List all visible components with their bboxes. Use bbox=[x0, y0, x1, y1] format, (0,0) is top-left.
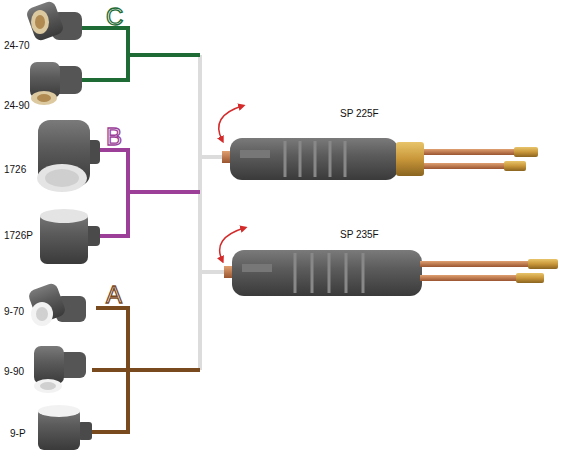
group-letter: C bbox=[106, 4, 123, 30]
torch-head bbox=[25, 0, 82, 42]
torch-handle bbox=[222, 138, 538, 180]
group-letter: A bbox=[106, 282, 122, 308]
part-number: 9-70 bbox=[4, 306, 24, 318]
part-number: 9-90 bbox=[4, 366, 24, 378]
torch-head bbox=[34, 346, 86, 393]
torch-head bbox=[37, 120, 100, 192]
torch-head bbox=[38, 405, 92, 450]
group-bracket bbox=[80, 28, 200, 80]
torch-handle bbox=[224, 250, 558, 296]
rotation-arrow bbox=[219, 106, 244, 260]
part-number: 1726P bbox=[4, 230, 33, 242]
part-number: 1726 bbox=[4, 164, 26, 176]
handle-model: SP 235F bbox=[340, 229, 379, 241]
part-number: 24-90 bbox=[4, 100, 30, 112]
torch-head bbox=[27, 282, 86, 326]
torch-head bbox=[30, 62, 82, 105]
part-number: 9-P bbox=[10, 428, 26, 440]
torch-head bbox=[40, 209, 100, 264]
handle-model: SP 225F bbox=[340, 108, 379, 120]
connector-trunk bbox=[198, 55, 232, 370]
part-number: 24-70 bbox=[4, 40, 30, 52]
group-bracket bbox=[92, 308, 200, 432]
group-letter: B bbox=[106, 124, 122, 150]
group-bracket bbox=[96, 150, 200, 236]
